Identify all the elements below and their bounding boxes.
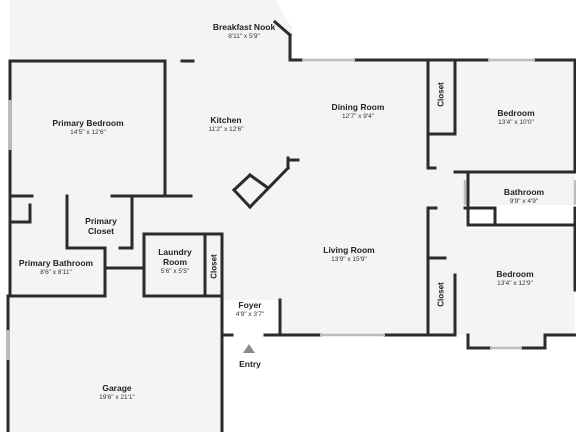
- walls: [6, 19, 576, 432]
- room-name: Primary Bathroom: [18, 258, 94, 268]
- room-name: Living Room: [323, 245, 375, 255]
- closet-label-bedroom-upper: Closet: [436, 82, 446, 107]
- room-name: Garage: [102, 383, 132, 393]
- room-dims: 19'6" x 21'1": [99, 393, 135, 401]
- room-name-line2: Room: [162, 256, 188, 267]
- closet-label-bedroom-lower: Closet: [436, 282, 446, 307]
- windows: [6, 58, 576, 360]
- room-name: Foyer: [238, 300, 262, 310]
- room-living-room: Living Room 13'9" x 15'9": [323, 245, 375, 263]
- room-name: Kitchen: [210, 115, 242, 125]
- room-dims: 12'7" x 9'4": [341, 112, 375, 120]
- room-dims: 9'9" x 4'9": [509, 197, 539, 205]
- room-name: Breakfast Nook: [212, 22, 276, 32]
- room-dims: 14'5" x 12'6": [70, 128, 106, 136]
- room-dining-room: Dining Room 12'7" x 9'4": [331, 102, 385, 120]
- room-bathroom: Bathroom 9'9" x 4'9": [503, 187, 545, 205]
- room-primary-closet: Primary Closet: [85, 216, 117, 237]
- garage-floor: [8, 296, 222, 432]
- room-dims: 13'4" x 10'0": [498, 118, 534, 126]
- room-dims: 5'6" x 5'5": [160, 267, 190, 275]
- room-foyer: Foyer 4'9" x 3'7": [235, 300, 265, 318]
- room-garage: Garage 19'6" x 21'1": [99, 383, 135, 401]
- room-dims: 4'9" x 3'7": [235, 310, 265, 318]
- room-dims: 11'2" x 12'6": [208, 125, 244, 133]
- room-name: Bathroom: [503, 187, 545, 197]
- room-primary-bathroom: Primary Bathroom 8'6" x 8'11": [18, 258, 94, 276]
- room-kitchen: Kitchen 11'2" x 12'6": [208, 115, 244, 133]
- room-name: Dining Room: [331, 102, 385, 112]
- closet-label-laundry: Closet: [209, 254, 219, 279]
- room-primary-bedroom: Primary Bedroom 14'5" x 12'6": [52, 118, 124, 136]
- room-name-line1: Laundry: [158, 247, 192, 257]
- room-breakfast-nook: Breakfast Nook 8'11" x 5'9": [212, 22, 276, 40]
- room-name: Bedroom: [497, 108, 535, 118]
- room-name-line1: Primary: [85, 216, 117, 226]
- room-dims: 13'9" x 15'9": [331, 255, 367, 263]
- room-bedroom-upper: Bedroom 13'4" x 10'0": [497, 108, 535, 126]
- room-laundry-room: Laundry Room 5'6" x 5'5": [158, 247, 192, 275]
- entry-label: Entry: [239, 359, 261, 369]
- entry-arrow-icon: [243, 344, 255, 353]
- room-name: Primary Bedroom: [52, 118, 124, 128]
- room-dims: 8'6" x 8'11": [40, 268, 72, 276]
- room-dims: 8'11" x 5'9": [228, 32, 260, 40]
- floor-areas: [8, 0, 575, 432]
- room-name-line2: Closet: [88, 225, 114, 236]
- room-name: Bedroom: [496, 269, 534, 279]
- room-dims: 13'4" x 12'9": [497, 279, 533, 287]
- room-bedroom-lower: Bedroom 13'4" x 12'9": [496, 269, 534, 287]
